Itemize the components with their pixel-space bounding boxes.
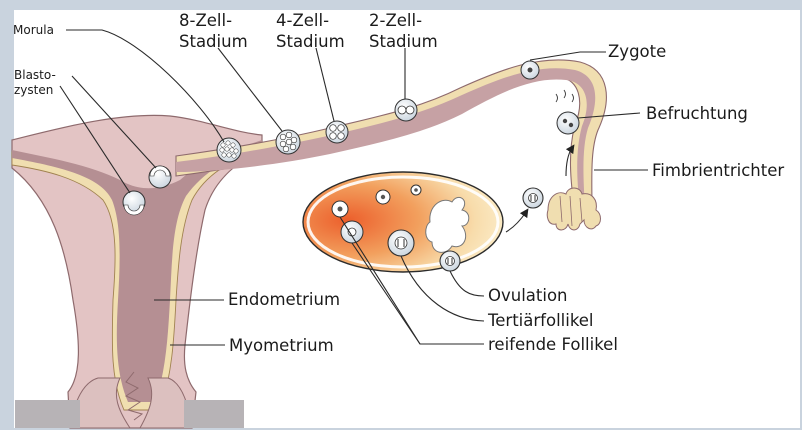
label-4zell-line1: 4-Zell-	[276, 11, 329, 30]
ovulated-oocyte	[440, 251, 460, 271]
follicle-small-3	[411, 185, 421, 195]
label-myometrium: Myometrium	[229, 336, 334, 355]
zygote-cell	[521, 61, 539, 79]
label-8zell-line1: 8-Zell-	[179, 11, 232, 30]
label-befruchtung: Befruchtung	[646, 104, 748, 123]
vaginal-wall-left	[15, 400, 80, 428]
label-2zell-line1: 2-Zell-	[369, 11, 422, 30]
label-blasto-line1: Blasto-	[14, 68, 56, 82]
vaginal-wall-right	[184, 400, 244, 428]
label-reifende-follikel: reifende Follikel	[488, 335, 618, 354]
label-tertiaerfollikel: Tertiärfollikel	[487, 311, 594, 330]
follicle-small-2	[376, 190, 390, 204]
blastocyst-upper	[149, 166, 171, 188]
label-zygote: Zygote	[608, 42, 666, 61]
eight-cell-stage	[276, 130, 300, 154]
label-ovulation: Ovulation	[488, 286, 568, 305]
blastocyst-lower	[123, 191, 145, 215]
label-8zell-line2: Stadium	[179, 32, 248, 51]
label-4zell-line2: Stadium	[276, 32, 345, 51]
oocyte-in-fimbria	[523, 188, 543, 208]
label-2zell-line2: Stadium	[369, 32, 438, 51]
ovary	[303, 172, 503, 272]
label-blasto-line2: zysten	[14, 83, 53, 97]
morula-cell	[217, 138, 241, 162]
follicle-tertiary	[388, 230, 414, 256]
follicle-small-1	[332, 201, 348, 217]
label-endometrium: Endometrium	[228, 290, 340, 309]
label-fimbrientrichter: Fimbrientrichter	[652, 161, 784, 180]
label-morula: Morula	[13, 23, 54, 37]
two-cell-stage	[395, 99, 417, 121]
four-cell-stage	[326, 121, 348, 143]
